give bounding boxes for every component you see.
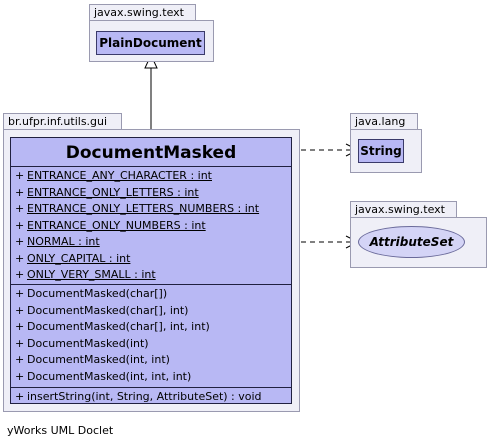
package-tab-java-lang: java.lang xyxy=(350,113,418,130)
field-row-text: ENTRANCE_ONLY_NUMBERS : int xyxy=(27,218,206,232)
field-row[interactable]: +ENTRANCE_ANY_CHARACTER : int xyxy=(11,168,291,185)
method-row[interactable]: +insertString(int, String, AttributeSet)… xyxy=(11,389,291,406)
constructor-row[interactable]: +DocumentMasked(int, int, int) xyxy=(11,369,291,386)
fields-section: +ENTRANCE_ANY_CHARACTER : int+ENTRANCE_O… xyxy=(11,167,291,284)
package-tab-swing-text-right: javax.swing.text xyxy=(350,201,457,218)
package-tab-swing-text: javax.swing.text xyxy=(89,4,196,21)
constructor-row-text: DocumentMasked(char[], int, int) xyxy=(27,320,210,333)
generator-credit: yWorks UML Doclet xyxy=(7,424,114,437)
field-row[interactable]: +ENTRANCE_ONLY_LETTERS_NUMBERS : int xyxy=(11,201,291,218)
field-row[interactable]: +ONLY_CAPITAL : int xyxy=(11,251,291,268)
visibility-marker: + xyxy=(15,287,25,300)
field-row-text: ONLY_VERY_SMALL : int xyxy=(27,268,156,281)
constructor-row[interactable]: +DocumentMasked(char[]) xyxy=(11,286,291,303)
constructor-row[interactable]: +DocumentMasked(int, int) xyxy=(11,352,291,369)
visibility-marker: + xyxy=(15,336,25,350)
class-plaindocument[interactable]: PlainDocument xyxy=(96,31,205,55)
visibility-marker: + xyxy=(15,202,25,215)
constructor-row-text: DocumentMasked(char[]) xyxy=(27,287,168,300)
field-row[interactable]: +ENTRANCE_ONLY_NUMBERS : int xyxy=(11,218,291,235)
visibility-marker: + xyxy=(15,235,25,248)
visibility-marker: + xyxy=(15,320,25,333)
field-row-text: NORMAL : int xyxy=(27,235,100,248)
package-tab-gui: br.ufpr.inf.utils.gui xyxy=(3,113,122,130)
constructor-row[interactable]: +DocumentMasked(int) xyxy=(11,336,291,353)
interface-attributeset[interactable]: AttributeSet xyxy=(358,226,465,258)
field-row[interactable]: +ENTRANCE_ONLY_LETTERS : int xyxy=(11,185,291,202)
visibility-marker: + xyxy=(15,251,25,265)
field-row-text: ONLY_CAPITAL : int xyxy=(27,251,131,265)
visibility-marker: + xyxy=(15,169,25,182)
visibility-marker: + xyxy=(15,218,25,232)
visibility-marker: + xyxy=(15,268,25,281)
constructor-row-text: DocumentMasked(int) xyxy=(27,336,149,350)
class-name: DocumentMasked xyxy=(11,138,291,167)
field-row[interactable]: +ONLY_VERY_SMALL : int xyxy=(11,267,291,284)
methods-section: +insertString(int, String, AttributeSet)… xyxy=(11,387,291,408)
constructor-row-text: DocumentMasked(int, int, int) xyxy=(27,369,192,383)
constructor-row[interactable]: +DocumentMasked(char[], int) xyxy=(11,303,291,320)
method-row-text: insertString(int, String, AttributeSet) … xyxy=(27,390,262,403)
visibility-marker: + xyxy=(15,369,25,383)
visibility-marker: + xyxy=(15,390,25,403)
visibility-marker: + xyxy=(15,353,25,366)
class-string[interactable]: String xyxy=(358,139,404,163)
constructor-row[interactable]: +DocumentMasked(char[], int, int) xyxy=(11,319,291,336)
field-row-text: ENTRANCE_ONLY_LETTERS : int xyxy=(27,185,199,199)
constructors-section: +DocumentMasked(char[])+DocumentMasked(c… xyxy=(11,284,291,387)
field-row-text: ENTRANCE_ONLY_LETTERS_NUMBERS : int xyxy=(27,202,260,215)
field-row-text: ENTRANCE_ANY_CHARACTER : int xyxy=(27,169,212,182)
visibility-marker: + xyxy=(15,185,25,199)
class-documentmasked[interactable]: DocumentMasked +ENTRANCE_ANY_CHARACTER :… xyxy=(10,137,292,404)
constructor-row-text: DocumentMasked(int, int) xyxy=(27,353,170,366)
field-row[interactable]: +NORMAL : int xyxy=(11,234,291,251)
visibility-marker: + xyxy=(15,303,25,317)
constructor-row-text: DocumentMasked(char[], int) xyxy=(27,303,189,317)
